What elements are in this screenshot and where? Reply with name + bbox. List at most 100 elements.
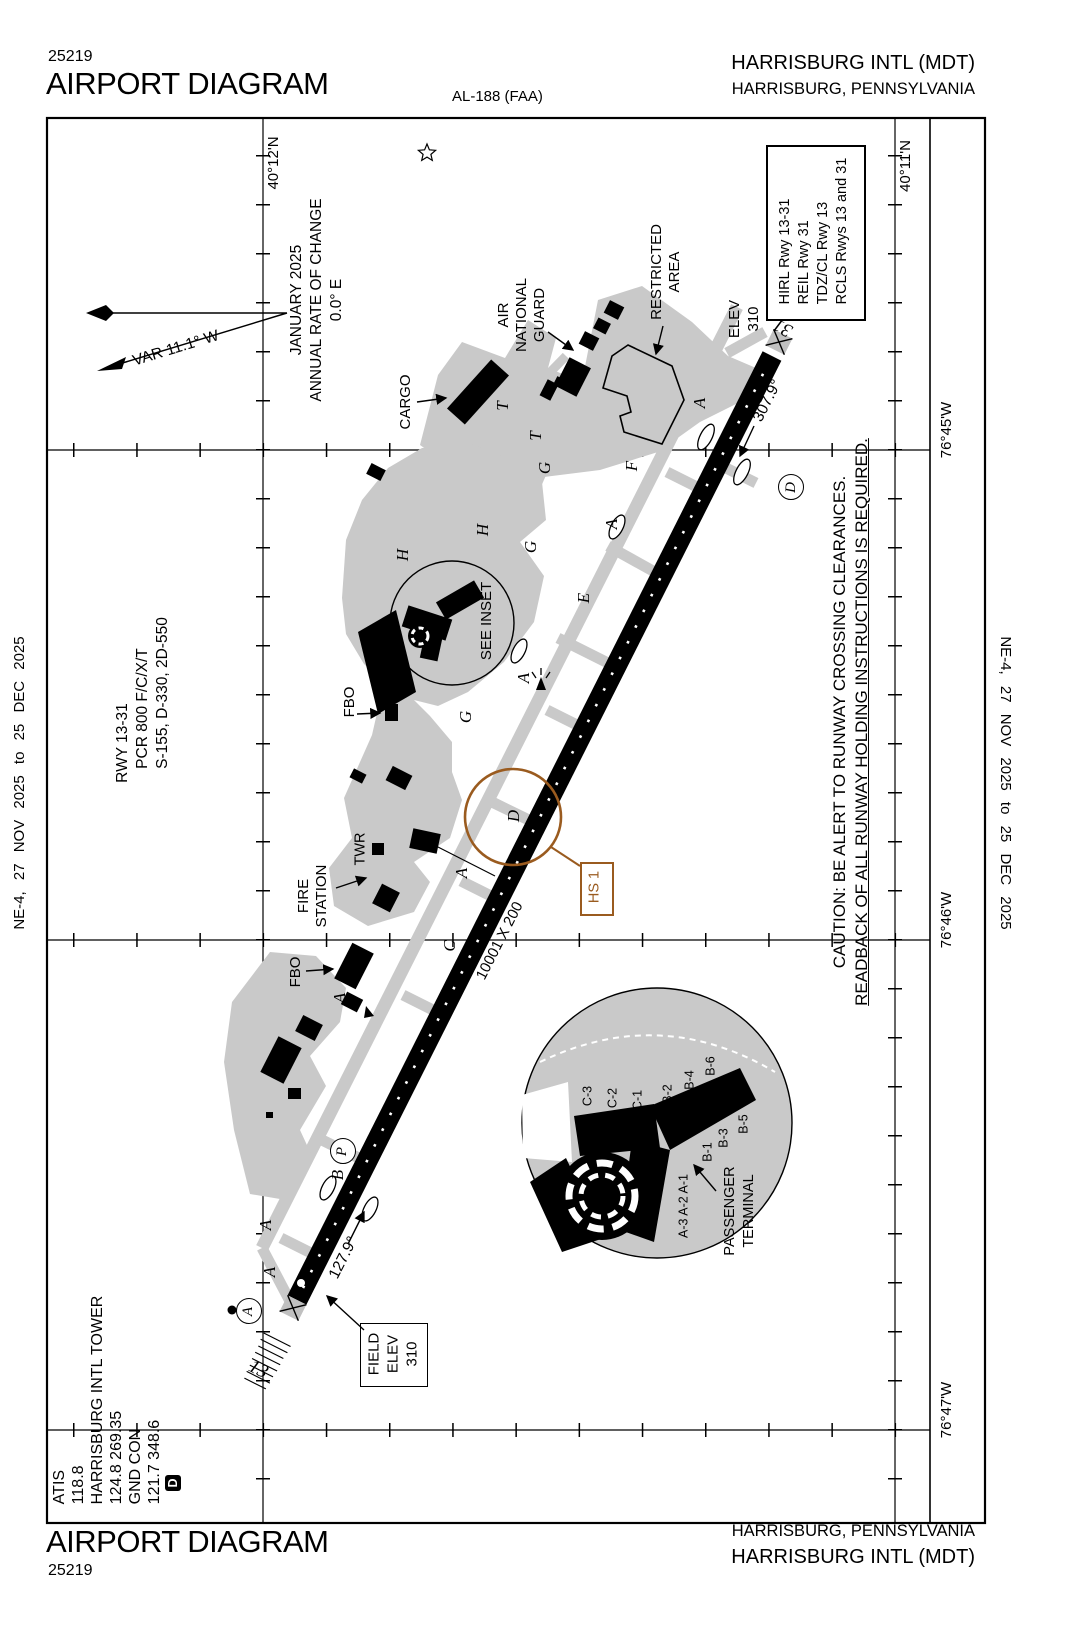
circled-letter: D <box>782 481 799 493</box>
star-icon <box>416 142 438 162</box>
taxiway-letter: T <box>492 401 512 411</box>
graticule <box>47 118 930 1523</box>
cargo-label: CARGO <box>397 374 415 430</box>
tower-site-label: TWR <box>352 832 369 866</box>
hot-spot-circle <box>463 767 581 867</box>
taxiway-letter: A <box>451 867 471 879</box>
north-arrow-icon <box>86 305 288 371</box>
passenger-line: TERMINAL <box>741 1174 757 1248</box>
fbo-south-label: FBO <box>287 956 305 988</box>
chart-frame <box>45 116 987 1525</box>
leader-arrows <box>305 325 755 1331</box>
taxiway-letter: C <box>439 940 459 952</box>
gate-label: A-3 A-2 A-1 <box>676 1174 691 1238</box>
footer-airport-name: HARRISBURG INTL (MDT) <box>731 1546 975 1568</box>
runway-data-block: RWY 13-31 PCR 800 F/C/X/T S-155, D-330, … <box>113 617 173 783</box>
air-national-guard-label: AIR NATIONAL GUARD <box>495 278 549 352</box>
lighting-data-text: HIRL Rwy 13-31 REIL Rwy 31 TDZ/CL Rwy 13… <box>776 158 852 305</box>
see-inset-label: SEE INSET <box>478 581 496 661</box>
circled-letter: A <box>240 1306 257 1316</box>
hs1-box <box>580 862 614 916</box>
caution-line2: READBACK OF ALL RUNWAY HOLDING INSTRUCTI… <box>852 438 871 1006</box>
restricted-line: RESTRICTED <box>648 224 665 320</box>
frequency-block: ATIS 118.8 HARRISBURG INTL TOWER 124.8 2… <box>50 1296 164 1505</box>
margin-note-left: NE-4, 27 NOV 2025 to 25 DEC 2025 <box>11 636 29 930</box>
taxiway-letter: H <box>392 548 412 562</box>
ang-line: GUARD <box>531 287 548 343</box>
circled-position-a: A <box>236 1298 262 1324</box>
footer-title: AIRPORT DIAGRAM <box>46 1524 329 1559</box>
field-elev-value: 310 <box>403 1341 421 1367</box>
tower-frequencies: 124.8 269.35 <box>108 1410 125 1505</box>
gate-label: C-1 <box>630 1089 645 1111</box>
taxiway-letter: T <box>525 431 545 441</box>
lighting-line: RCLS Rwys 13 and 31 <box>834 157 850 305</box>
taxiway-letter: A <box>689 397 709 409</box>
ground-label: GND CON <box>127 1428 144 1505</box>
variation-date: JANUARY 2025 <box>288 244 305 356</box>
taxiway-letter: A <box>329 992 349 1004</box>
taxiway-letter: E <box>573 592 593 604</box>
taxiway-letter: F <box>621 460 641 472</box>
fbo-north-label: FBO <box>341 686 359 718</box>
runway-13-31 <box>244 328 793 1390</box>
latitude-label: 40°12'N <box>265 136 283 190</box>
ang-line: NATIONAL <box>513 278 530 352</box>
rate-label: ANNUAL RATE OF CHANGE <box>308 198 325 402</box>
runway-data-line: S-155, D-330, 2D-550 <box>154 617 171 769</box>
gate-label: C-2 <box>605 1087 620 1109</box>
taxiway-letter: D <box>503 809 523 823</box>
caution-line1: CAUTION: BE ALERT TO RUNWAY CROSSING CLE… <box>830 475 849 969</box>
chart-number: 25219 <box>48 48 93 65</box>
taxiway-letter: G <box>455 710 475 724</box>
runway-data-line: RWY 13-31 <box>114 703 131 783</box>
footer-city: HARRISBURG, PENNSYLVANIA <box>731 1522 975 1540</box>
circled-position-p: P <box>330 1138 356 1164</box>
taxiway-letter: G <box>534 461 554 475</box>
gate-label: B-3 <box>716 1128 731 1148</box>
airport-name: HARRISBURG INTL (MDT) <box>731 52 975 74</box>
passenger-terminal-label: PASSENGER TERMINAL <box>721 1166 759 1255</box>
buildings <box>260 300 625 1118</box>
atis-label: ATIS <box>51 1469 68 1505</box>
taxiway-letter: A <box>601 518 621 530</box>
taxiway-letter: A <box>259 1266 279 1278</box>
rwy31-elev-value: 310 <box>745 306 762 332</box>
footer-chart-number: 25219 <box>48 1562 93 1579</box>
field-elev-line: FIELD <box>365 1332 383 1376</box>
margin-note-right: NE-4, 27 NOV 2025 to 25 DEC 2025 <box>996 636 1014 930</box>
closed-taxiway-symbols <box>319 423 751 1222</box>
lighting-data-box <box>766 145 866 321</box>
windsock-icon <box>364 1006 374 1018</box>
rwy31-elev-label: ELEV <box>726 299 743 339</box>
taxiway-letter: H <box>472 523 492 537</box>
circled-position-d: D <box>778 474 804 500</box>
tower-label: HARRISBURG INTL TOWER <box>89 1295 106 1505</box>
rate-value: 0.0° E <box>328 278 345 322</box>
taxiway-letter: G <box>520 540 540 554</box>
gate-label: B-6 <box>703 1056 718 1076</box>
page-title: AIRPORT DIAGRAM <box>46 66 329 101</box>
emas-hatching <box>244 1332 291 1390</box>
latitude-label: 40°11'N <box>897 140 915 192</box>
runway-data-line: PCR 800 F/C/X/T <box>134 648 151 769</box>
longitude-label: 76°45'W <box>938 401 956 459</box>
rwy31-elev: ELEV 310 <box>725 300 763 338</box>
fire-line: STATION <box>313 864 330 928</box>
ground-frequencies: 121.7 348.6 <box>146 1419 163 1505</box>
restricted-area-shape <box>602 344 685 445</box>
airport-city: HARRISBURG, PENNSYLVANIA <box>731 80 975 98</box>
reference-dot <box>227 1305 237 1315</box>
taxiway-letter: A <box>255 1219 275 1231</box>
lighting-line: TDZ/CL Rwy 13 <box>815 201 831 305</box>
longitude-label: 76°47'W <box>938 1381 956 1439</box>
passenger-line: PASSENGER <box>722 1166 738 1256</box>
caution-note: CAUTION: BE ALERT TO RUNWAY CROSSING CLE… <box>829 438 873 1006</box>
lighting-line: HIRL Rwy 13-31 <box>777 198 793 305</box>
gate-label: C-3 <box>580 1085 595 1107</box>
circled-letter: P <box>334 1146 351 1156</box>
field-elev-line: ELEV <box>384 1334 402 1374</box>
procedure-id: AL-188 (FAA) <box>452 88 543 105</box>
